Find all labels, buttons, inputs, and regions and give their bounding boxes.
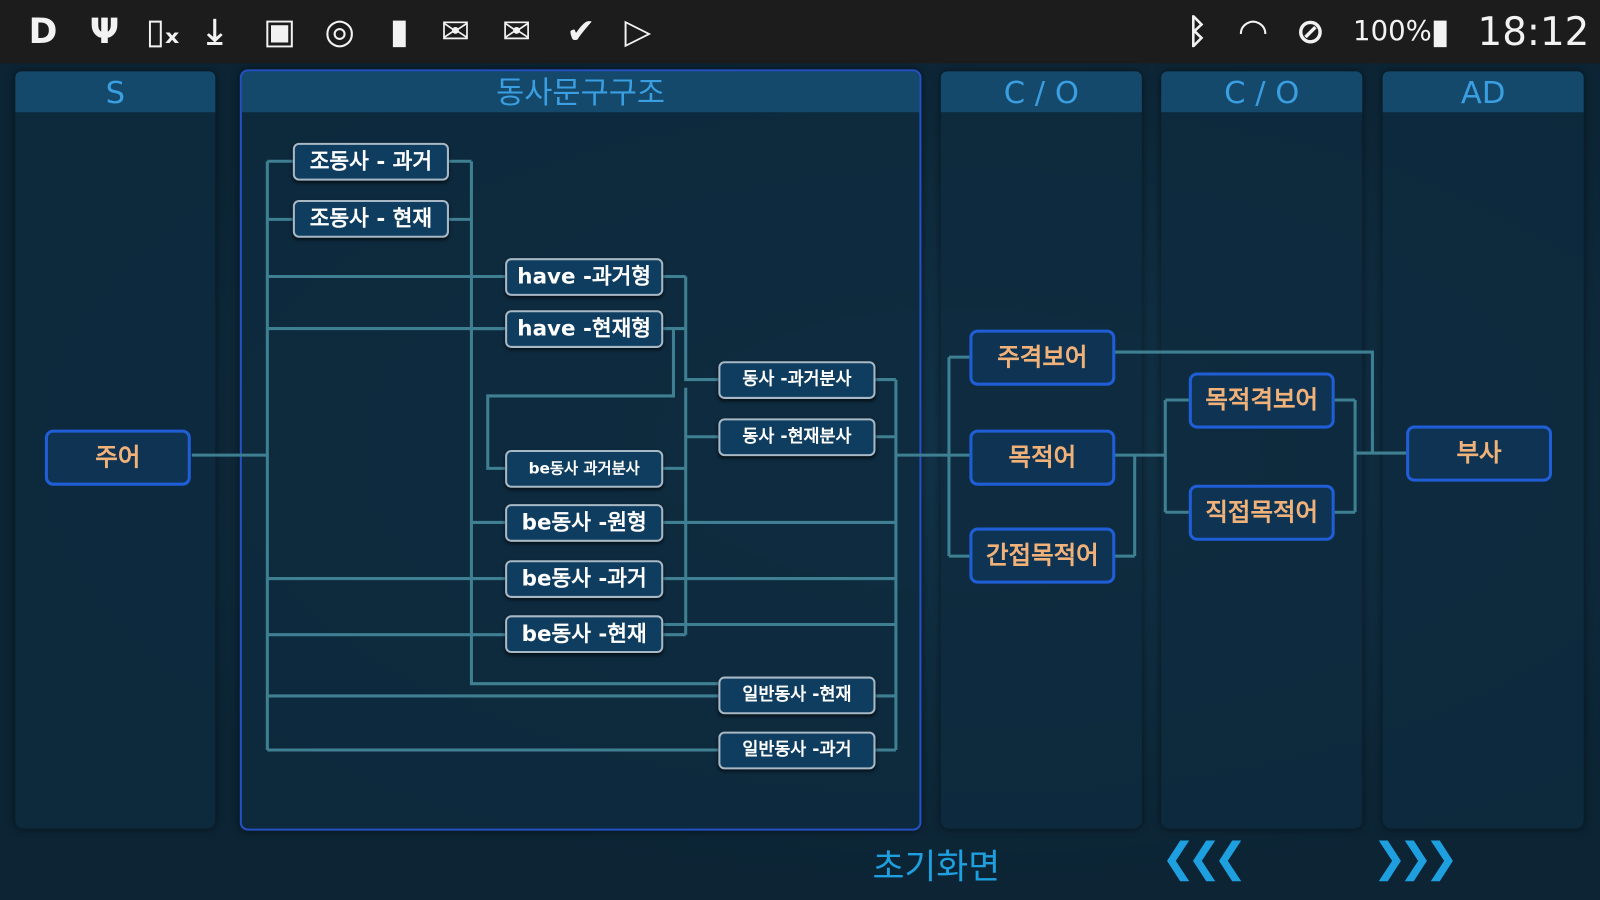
battery-percent: 100%	[1353, 15, 1432, 47]
sim-x-icon: ▯ₓ	[145, 11, 180, 53]
panel-header: C / O	[940, 71, 1142, 113]
node-be-base[interactable]: be동사 -원형	[505, 504, 664, 542]
node-be-present[interactable]: be동사 -현재	[505, 615, 664, 654]
panel-header: S	[15, 71, 216, 113]
mail-icon: ✉	[502, 11, 532, 53]
prev-button[interactable]: ❮❮❮	[1161, 834, 1247, 882]
panel-co-2: C / O	[1161, 71, 1363, 829]
clock: 18:12	[1477, 9, 1590, 55]
battery-icon: ▮	[1430, 11, 1450, 53]
usb-icon: Ψ	[89, 11, 120, 53]
node-have-past[interactable]: have -과거형	[505, 258, 664, 296]
node-general-past[interactable]: 일반동사 -과거	[718, 731, 876, 770]
node-direct-object[interactable]: 직접목적어	[1188, 484, 1335, 541]
node-indirect-object[interactable]: 간접목적어	[969, 527, 1116, 584]
node-object-complement[interactable]: 목적격보어	[1188, 372, 1335, 429]
status-bar: D Ψ ▯ₓ ⤓ ▣ ◎ ▮ ✉ ✉ ✔ ▷ ᛒ ◠ ⊘ 100% ▮ 18:1…	[0, 0, 1600, 64]
node-have-present[interactable]: have -현재형	[505, 310, 664, 348]
node-adverb[interactable]: 부사	[1406, 425, 1553, 482]
node-subject[interactable]: 주어	[44, 429, 191, 486]
node-general-present[interactable]: 일반동사 -현재	[718, 676, 876, 715]
sync-circle-icon: ◎	[324, 11, 355, 53]
d-app-icon: D	[28, 11, 58, 53]
node-subject-complement[interactable]: 주격보어	[969, 329, 1116, 386]
battery-100-icon: ▮	[389, 11, 409, 53]
node-verb-present-participle[interactable]: 동사 -현재분사	[718, 418, 876, 457]
play-store-icon: ▷	[624, 11, 652, 53]
node-verb-past-participle[interactable]: 동사 -과거분사	[718, 361, 876, 399]
do-not-disturb-icon: ⊘	[1295, 11, 1325, 53]
node-aux-present[interactable]: 조동사 - 현재	[292, 199, 449, 238]
node-aux-past[interactable]: 조동사 - 과거	[292, 142, 449, 181]
node-object[interactable]: 목적어	[969, 429, 1116, 486]
next-button[interactable]: ❯❯❯	[1372, 834, 1458, 882]
wifi-icon: ◠	[1239, 11, 1267, 53]
reset-button[interactable]: 초기화면	[872, 846, 1001, 888]
image-icon: ▣	[263, 11, 297, 53]
panel-header: AD	[1382, 71, 1584, 113]
panel-header: 동사문구구조	[241, 71, 920, 113]
bluetooth-icon: ᛒ	[1186, 11, 1208, 53]
node-be-past[interactable]: be동사 -과거	[505, 560, 664, 598]
download-icon: ⤓	[207, 11, 223, 53]
node-be-past-participle[interactable]: be동사 과거분사	[505, 449, 664, 488]
panel-header: C / O	[1161, 71, 1363, 113]
mail-icon: ✉	[440, 11, 470, 53]
check-flag-icon: ✔	[566, 11, 596, 53]
